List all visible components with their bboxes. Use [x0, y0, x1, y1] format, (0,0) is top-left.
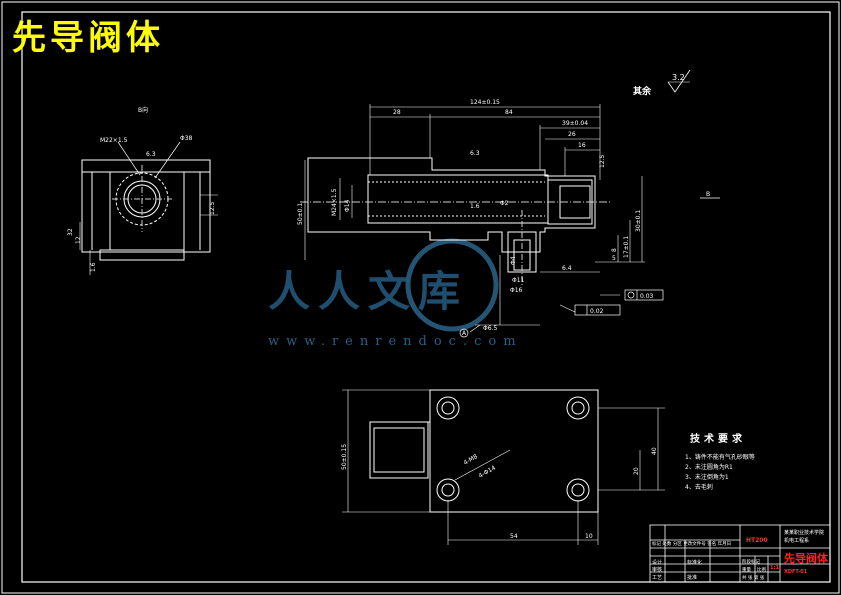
- gdt-datum-label: A: [462, 330, 467, 337]
- dim-39: 39±0.04: [562, 120, 588, 127]
- side-dim-h3: 32: [67, 228, 74, 236]
- title-block-material: HT200: [746, 537, 768, 544]
- title-block-approve: 批准: [687, 575, 698, 581]
- side-view: [79, 141, 218, 275]
- watermark-url: www.renrendoc.com: [268, 334, 523, 349]
- title-block-sheet: 共 张 第 张: [742, 576, 765, 581]
- b-direction-label: B: [706, 191, 710, 198]
- bottom-dim-54: 54: [510, 533, 518, 540]
- title-block-scale: 1:1: [770, 565, 779, 571]
- dim-phi16: Φ16: [510, 287, 523, 294]
- remaining-label: 其余: [633, 87, 652, 97]
- bottom-dim-20: 20: [633, 467, 640, 475]
- title-block-dept: 机电工程系: [784, 538, 810, 544]
- side-dim-h2: 12: [75, 236, 82, 244]
- side-view-label: B向: [138, 106, 148, 114]
- dim-84: 84: [505, 109, 513, 116]
- bottom-dim-phi: 4-Φ14: [478, 464, 498, 479]
- bottom-dim-10: 10: [585, 533, 593, 540]
- dim-length-total: 124±0.15: [470, 99, 500, 106]
- dim-28: 28: [393, 109, 401, 116]
- dim-h5: 5: [612, 255, 616, 262]
- bottom-dim-w: 50±0.15: [341, 444, 348, 470]
- dim-26: 26: [568, 131, 576, 138]
- roughness-left: 1.6: [90, 262, 97, 272]
- side-dim-1: M22×1.5: [100, 137, 128, 144]
- dim-phi2: Φ2: [500, 200, 509, 207]
- dim-phi14: Φ14: [344, 199, 351, 212]
- tech-req-item: 2、未注圆角为R1: [685, 464, 733, 471]
- dim-phi11: Φ11: [512, 277, 525, 284]
- side-dim-h: 12.5: [209, 201, 216, 215]
- title-block-designer: 设计: [652, 560, 663, 566]
- front-view: [300, 69, 720, 333]
- roughness-top-view: 6.3: [146, 151, 156, 158]
- dim-m24: M24×1.5: [331, 188, 338, 216]
- title-block: [649, 524, 831, 583]
- title-block-weight: 重量: [742, 568, 751, 573]
- gdt-frames: [459, 289, 664, 338]
- title-block-part-name: 先导阀体: [784, 552, 828, 565]
- title-block-school: 某某职业技术学院: [784, 530, 825, 536]
- title-block-standard: 标准化: [687, 560, 703, 566]
- bottom-dim-40: 40: [651, 447, 658, 455]
- gdt-value-2: 0.02: [590, 308, 604, 315]
- title-block-stage: 阶段标记: [742, 560, 760, 565]
- dimension-labels: 124±0.15 28 84 39±0.04 26 16 12.5 M24×1.…: [67, 73, 710, 540]
- dim-16: 16: [578, 142, 586, 149]
- bottom-dim-phi2: 4-M8: [463, 453, 480, 467]
- dim-phi6-5: Φ6.5: [483, 325, 497, 332]
- title-block-ratio: 比例: [757, 568, 766, 573]
- bottom-view: [342, 389, 665, 545]
- drawing-title: 先导阀体: [12, 18, 164, 58]
- roughness-main: 6.3: [470, 150, 480, 157]
- tech-req-item: 1、铸件不能有气孔砂眼等: [685, 454, 755, 461]
- title-block-drawing-no: XDFT-01: [784, 569, 808, 575]
- dim-h17: 17±0.1: [623, 236, 630, 258]
- dim-12-5: 12.5: [599, 154, 606, 168]
- dim-h50: 50±0.1: [297, 203, 304, 225]
- tech-req-title: 技术要求: [690, 434, 746, 445]
- watermark-text: 人人文库: [268, 267, 469, 316]
- tech-req-item: 4、去毛刺: [685, 484, 713, 491]
- title-block-revision-row: 标记 处数 分区 更改文件号 签名 年月日: [652, 542, 732, 547]
- remaining-roughness: 3.2: [672, 73, 685, 82]
- side-dim-2: Φ38: [180, 135, 193, 142]
- title-block-checker: 审核: [652, 567, 663, 573]
- dim-h8: 8: [611, 248, 618, 252]
- roughness-small: 1.6: [470, 203, 480, 210]
- tech-req-item: 3、未注倒角为1: [685, 474, 729, 481]
- dim-phi4: Φ4: [510, 256, 517, 265]
- watermark-logo: [405, 238, 499, 332]
- title-block-process: 工艺: [652, 575, 663, 581]
- dim-h30: 30±0.1: [635, 210, 642, 232]
- dim-6-4: 6.4: [562, 265, 572, 272]
- gdt-value-1: 0.03: [640, 293, 654, 300]
